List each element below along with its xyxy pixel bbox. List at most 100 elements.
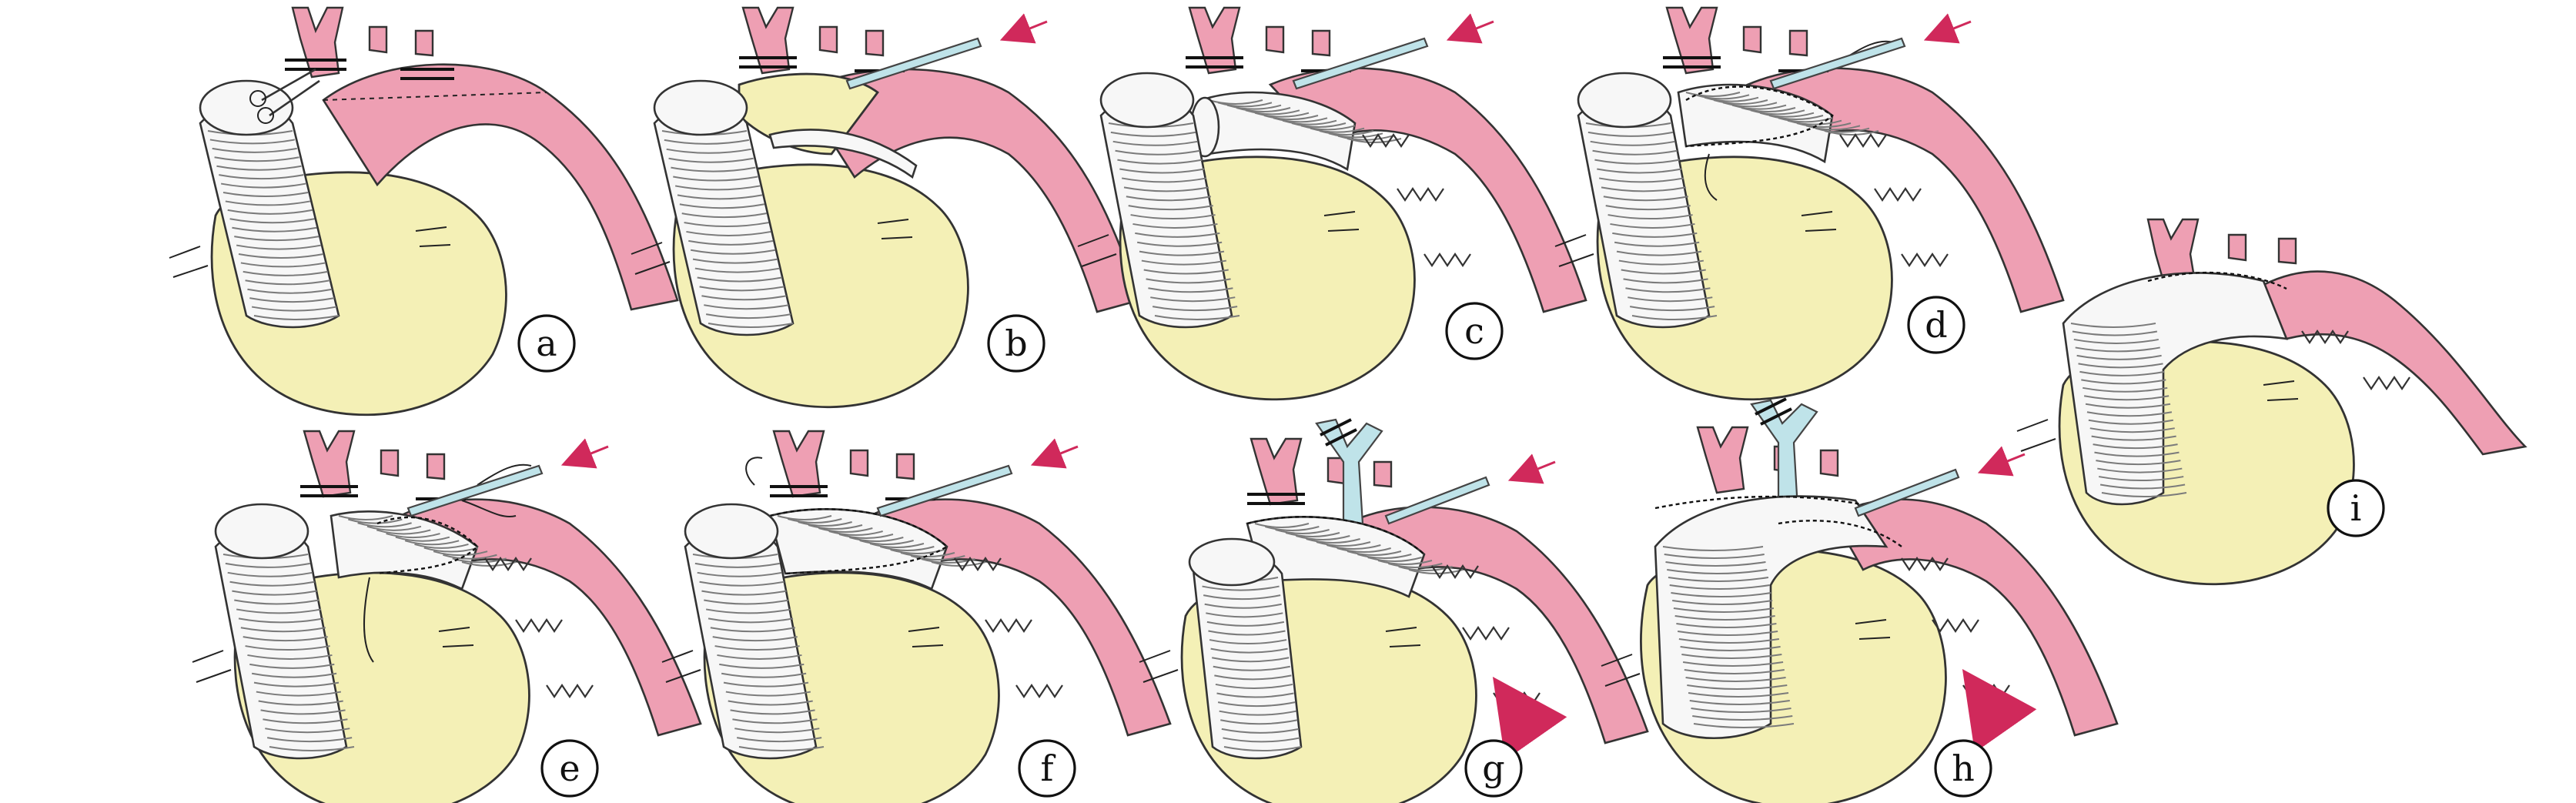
graft-ring bbox=[2086, 411, 2173, 417]
graft-ring bbox=[1610, 222, 1695, 229]
graft-ring bbox=[911, 555, 965, 560]
graft-ring bbox=[732, 718, 818, 724]
svg-text:c: c bbox=[1464, 310, 1484, 352]
total-arch-graft bbox=[1654, 495, 1902, 739]
zigzag-stent bbox=[484, 557, 594, 698]
graft-ring bbox=[1623, 278, 1708, 284]
ascending-graft bbox=[684, 503, 825, 760]
graft-ring bbox=[677, 194, 763, 200]
graft-ring bbox=[258, 700, 343, 706]
graft-ring bbox=[1731, 104, 1787, 110]
graft-ring bbox=[1347, 550, 1402, 556]
graft-ring bbox=[1223, 746, 1302, 751]
graft-ring bbox=[253, 681, 340, 688]
graft-ring bbox=[236, 244, 322, 250]
graft-ring bbox=[222, 192, 309, 197]
graft-ring bbox=[232, 226, 317, 233]
graft-ring bbox=[730, 709, 815, 715]
graft-ring bbox=[348, 518, 403, 524]
graft-ring bbox=[1126, 196, 1212, 202]
graft-ring bbox=[2089, 427, 2175, 433]
cannula bbox=[876, 464, 1013, 517]
graft-ring bbox=[2097, 467, 2183, 473]
graft-ring bbox=[2076, 354, 2162, 360]
graft-ring bbox=[1669, 584, 1770, 590]
graft-ring bbox=[734, 728, 820, 734]
graft-ring bbox=[1128, 205, 1213, 211]
graft-ring bbox=[1628, 296, 1713, 303]
graft-ring bbox=[2085, 403, 2171, 409]
graft-ring bbox=[227, 209, 313, 215]
graft-ring bbox=[2078, 363, 2163, 369]
graft-ring bbox=[395, 536, 450, 542]
graft-ring bbox=[1681, 654, 1782, 659]
total-arch-graft bbox=[2062, 271, 2289, 506]
graft-ring bbox=[1768, 115, 1824, 120]
heart-illustration bbox=[631, 163, 969, 409]
graft-ring bbox=[2083, 395, 2170, 401]
svg-text:f: f bbox=[1040, 748, 1055, 789]
panel-a: a bbox=[169, 6, 679, 417]
arch-graft bbox=[1677, 83, 1879, 164]
graft-ring bbox=[1254, 112, 1310, 118]
arch-branches bbox=[303, 430, 446, 498]
graft-ring bbox=[227, 571, 313, 577]
graft-ring bbox=[243, 270, 328, 276]
graft-ring bbox=[386, 533, 440, 539]
graft-ring bbox=[1722, 102, 1778, 108]
panel-f: f bbox=[661, 430, 1172, 803]
flow-arrow-icon bbox=[1492, 677, 1567, 761]
graft-ring bbox=[1629, 306, 1715, 312]
graft-ring bbox=[1674, 615, 1775, 621]
graft-ring bbox=[1139, 250, 1225, 256]
arch-branches bbox=[1696, 426, 1839, 494]
graft-ring bbox=[1408, 569, 1464, 574]
label-g: g bbox=[1464, 739, 1523, 798]
graft-ring bbox=[1154, 315, 1240, 320]
label-d: d bbox=[1907, 296, 1965, 354]
graft-ring bbox=[1300, 125, 1356, 131]
heart-illustration bbox=[1601, 548, 1947, 803]
graft-ring bbox=[1208, 99, 1263, 105]
anastomosis-suture bbox=[745, 457, 949, 575]
graft-ring bbox=[699, 286, 785, 292]
graft-ring bbox=[668, 157, 754, 163]
graft-ring bbox=[664, 139, 750, 145]
heart-illustration bbox=[1139, 571, 1477, 803]
graft-ring bbox=[725, 691, 811, 697]
scissors-icon bbox=[249, 68, 320, 124]
panel-d: d bbox=[1554, 6, 2065, 401]
graft-ring bbox=[1319, 130, 1374, 136]
graft-ring bbox=[900, 552, 955, 557]
graft-ring bbox=[247, 288, 333, 294]
graft-ring bbox=[1213, 665, 1290, 671]
graft-ring bbox=[719, 663, 805, 669]
graft-ring bbox=[1152, 306, 1238, 312]
graft-ring bbox=[1594, 159, 1680, 165]
graft-ring bbox=[1687, 684, 1788, 690]
panel-i: i bbox=[2016, 218, 2527, 586]
graft-ring bbox=[798, 521, 852, 527]
graft-ring bbox=[1796, 122, 1852, 128]
graft-ring bbox=[214, 156, 299, 162]
aortic-arch bbox=[1346, 506, 1649, 744]
graft-ring bbox=[1273, 117, 1328, 123]
label-f: f bbox=[1018, 739, 1076, 798]
arch-graft bbox=[1189, 91, 1402, 172]
side-branch-graft bbox=[1315, 418, 1383, 525]
graft-ring bbox=[1226, 104, 1282, 110]
graft-ring bbox=[251, 306, 337, 312]
graft-ring bbox=[931, 561, 986, 567]
graft-ring bbox=[694, 267, 781, 273]
graft-ring bbox=[705, 313, 791, 320]
graft-ring bbox=[1693, 723, 1795, 728]
zigzag-stent bbox=[2301, 330, 2410, 390]
graft-ring bbox=[1220, 719, 1298, 725]
graft-ring bbox=[666, 148, 751, 154]
cannula bbox=[1854, 468, 1960, 517]
graft-ring bbox=[229, 218, 315, 224]
graft-ring bbox=[1590, 140, 1675, 146]
graft-ring bbox=[1121, 177, 1207, 183]
graft-ring bbox=[1115, 149, 1200, 156]
graft-ring bbox=[2075, 346, 2160, 353]
